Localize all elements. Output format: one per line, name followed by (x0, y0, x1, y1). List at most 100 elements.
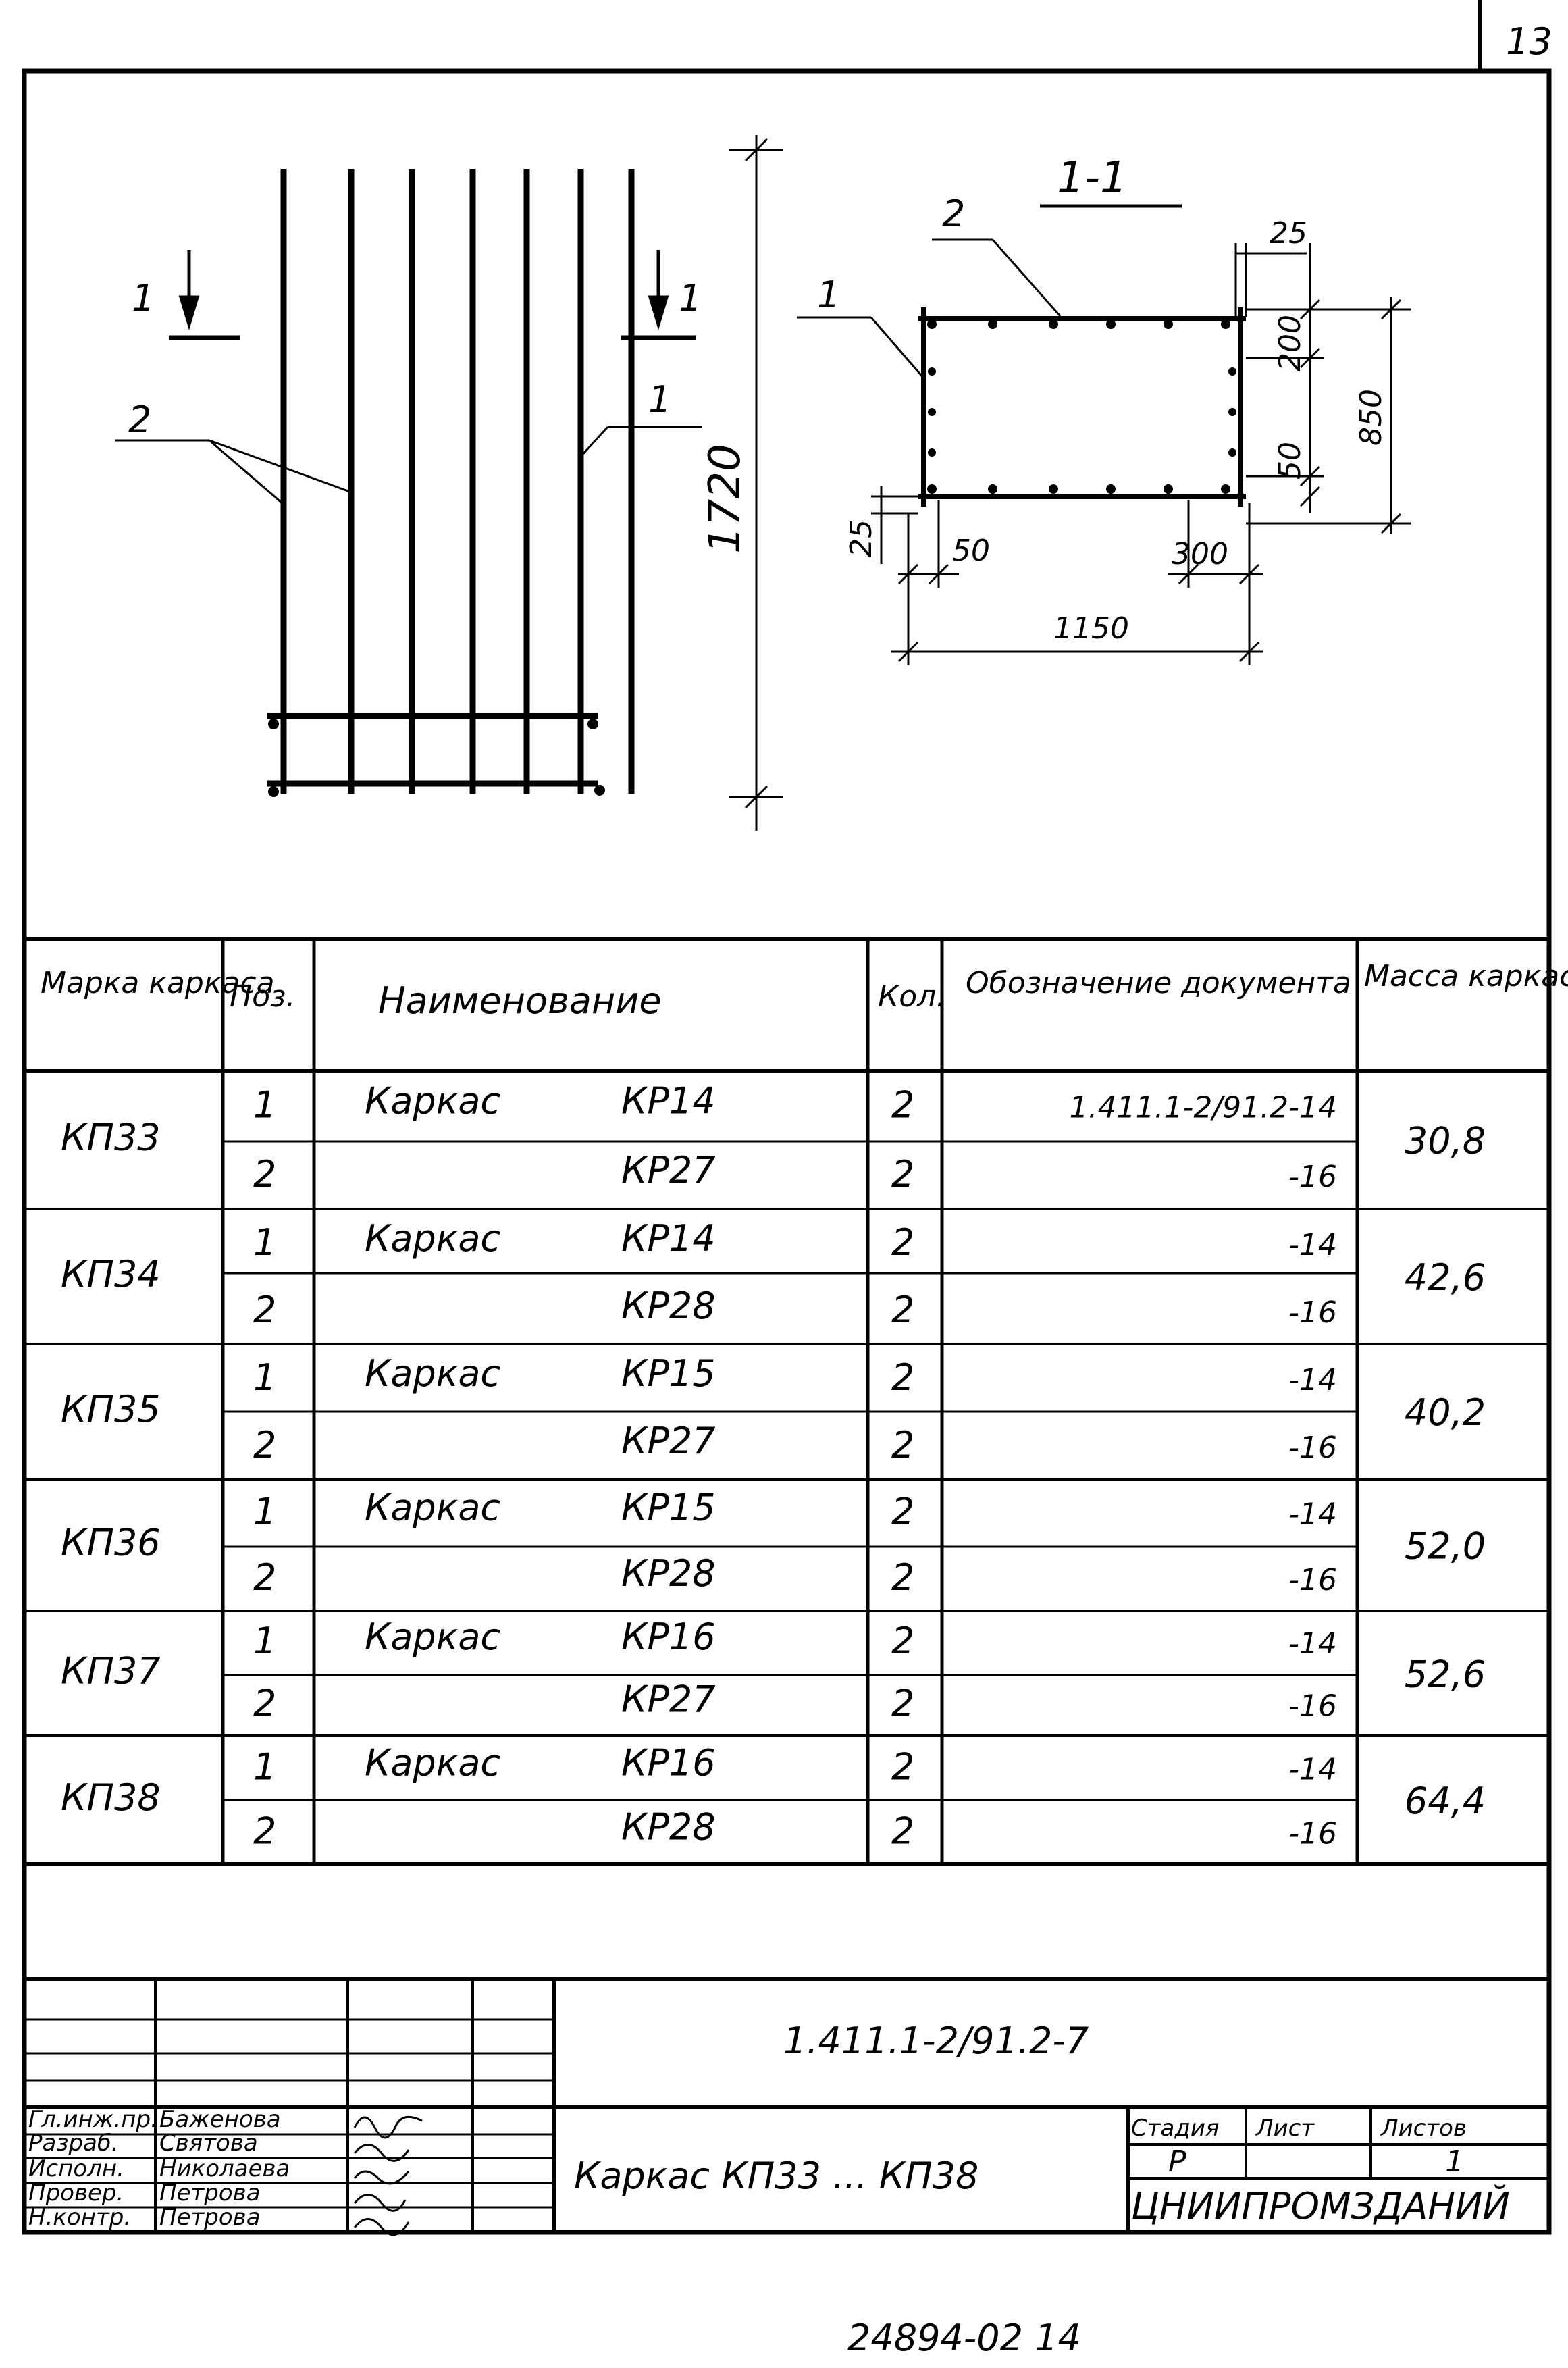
staff-name: Петрова (159, 2204, 261, 2231)
row-mass: 40,2 (1405, 1391, 1486, 1434)
item-name: Каркас (365, 1486, 500, 1528)
item-code: КР16 (621, 1616, 716, 1658)
title-block-grid (24, 1977, 1549, 2232)
section-callout-1-leader (797, 316, 925, 379)
item-qty: 2 (891, 1356, 914, 1399)
section-title: 1-1 (1057, 153, 1128, 203)
section-callout-2-leader (932, 238, 1062, 317)
item-name: Каркас (365, 1080, 500, 1123)
item-pos: 2 (253, 1289, 276, 1331)
staff-list: Гл.инж.пр.БаженоваРазраб.СвятоваИсполн.Н… (28, 2106, 290, 2231)
row-mass: 52,0 (1405, 1525, 1486, 1568)
dim-bottom-right: 300 (1172, 537, 1228, 571)
header-pos: Поз. (230, 979, 295, 1014)
item-code: КР15 (621, 1486, 716, 1528)
item-doc: -16 (1288, 1431, 1337, 1465)
row-mass: 52,6 (1405, 1653, 1486, 1696)
section-label-right: 1 (679, 277, 702, 319)
item-code: КР15 (621, 1352, 716, 1395)
row-mark: КП35 (61, 1388, 161, 1431)
horizontal-bars (267, 713, 598, 787)
dim-left-small: 25 (844, 519, 879, 557)
dim-bottom-left: 50 (952, 534, 990, 568)
item-name: Каркас (365, 1616, 500, 1658)
dim-lower: 50 (1273, 442, 1307, 480)
item-code: КР16 (621, 1742, 716, 1784)
item-qty: 2 (891, 1682, 914, 1724)
header-qty: Кол. (878, 979, 945, 1014)
item-doc: -16 (1288, 1295, 1337, 1330)
sheets-value: 1 (1445, 2144, 1464, 2179)
item-doc: 1.411.1-2/91.2-14 (1070, 1091, 1337, 1125)
item-qty: 2 (891, 1084, 914, 1127)
vertical-bars (280, 169, 635, 794)
section-dimensions (871, 243, 1411, 665)
item-qty: 2 (891, 1289, 914, 1331)
section-mark-right (621, 250, 696, 340)
section-view: 1-1 2 1 (797, 153, 1411, 665)
item-pos: 2 (253, 1424, 276, 1466)
spec-table-grid (24, 937, 1549, 1866)
section-mark-left (169, 250, 240, 340)
item-pos: 1 (253, 1084, 276, 1127)
section-bar-dots (927, 319, 1236, 494)
sheet-label: Лист (1255, 2115, 1315, 2142)
item-doc: -16 (1288, 1563, 1337, 1597)
item-pos: 1 (253, 1746, 276, 1788)
item-pos: 1 (253, 1356, 276, 1399)
item-code: КР27 (621, 1149, 716, 1191)
item-qty: 2 (891, 1746, 914, 1788)
item-doc: -16 (1288, 1689, 1337, 1723)
drawing-title: Каркас КП33 ... КП38 (574, 2155, 978, 2197)
item-pos: 2 (253, 1556, 276, 1599)
row-mass: 64,4 (1405, 1780, 1486, 1822)
section-label-left: 1 (132, 277, 155, 319)
item-code: КР28 (621, 1285, 716, 1327)
header-name: Наименование (378, 979, 662, 1022)
stage-label: Стадия (1131, 2115, 1219, 2142)
item-pos: 2 (253, 1810, 276, 1853)
item-code: КР14 (621, 1217, 716, 1260)
item-name: Каркас (365, 1742, 500, 1784)
signatures (353, 2115, 423, 2236)
item-qty: 2 (891, 1810, 914, 1853)
row-mass: 30,8 (1405, 1120, 1486, 1162)
item-qty: 2 (891, 1490, 914, 1533)
item-code: КР14 (621, 1080, 716, 1123)
item-pos: 2 (253, 1153, 276, 1195)
header-doc: Обозначение документа (966, 966, 1351, 1000)
header-mark: Марка каркаса (41, 966, 275, 1000)
callout-1-label: 1 (648, 378, 671, 421)
footer-code: 24894-02 14 (847, 2317, 1081, 2359)
dim-width: 1150 (1053, 611, 1129, 646)
staff-name: Николаева (159, 2155, 290, 2182)
item-pos: 1 (253, 1221, 276, 1264)
item-qty: 2 (891, 1221, 914, 1264)
designation: 1.411.1-2/91.2-7 (783, 2019, 1089, 2062)
item-qty: 2 (891, 1620, 914, 1662)
staff-name: Баженова (159, 2106, 281, 2133)
staff-role: Разраб. (28, 2130, 119, 2157)
sheets-label: Листов (1380, 2115, 1467, 2142)
staff-role: Гл.инж.пр. (28, 2106, 158, 2133)
item-pos: 2 (253, 1682, 276, 1724)
item-doc: -14 (1288, 1497, 1337, 1531)
section-callout-1-label: 1 (817, 274, 840, 316)
item-doc: -14 (1288, 1228, 1337, 1262)
callout-2-leader (115, 439, 350, 505)
item-code: КР28 (621, 1552, 716, 1595)
item-name: Каркас (365, 1217, 500, 1260)
section-outline (918, 307, 1246, 507)
dim-upper: 200 (1273, 315, 1307, 371)
item-qty: 2 (891, 1556, 914, 1599)
spec-table-header: Марка каркаса Поз. Наименование Кол. Обо… (41, 959, 1568, 1022)
staff-role: Исполн. (28, 2155, 124, 2182)
row-mark: КП38 (61, 1776, 161, 1819)
item-name: Каркас (365, 1352, 500, 1395)
item-doc: -14 (1288, 1363, 1337, 1397)
height-dimension-label: 1720 (700, 444, 750, 554)
staff-name: Петрова (159, 2180, 261, 2207)
callout-1-leader (578, 426, 702, 459)
row-mark: КП37 (61, 1650, 161, 1693)
